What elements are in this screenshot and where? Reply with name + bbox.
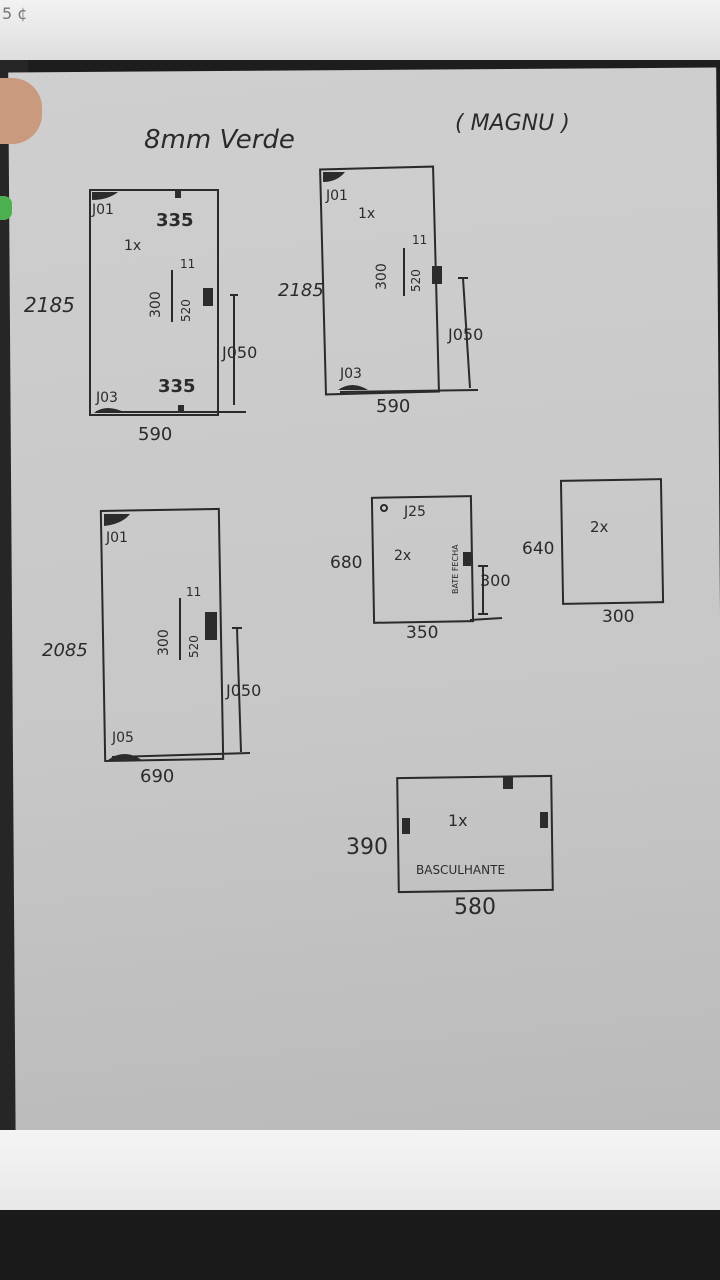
d2-mark-6: J03 [339,366,362,382]
green-nail [0,196,12,220]
d1-mark-3: 11 [180,257,195,271]
d1-mark-2: 1x [124,238,141,254]
d3-mark-4: J050 [225,681,261,700]
d3-height: 2085 [42,640,88,661]
d1-width: 590 [138,424,172,445]
d6-height: 390 [346,835,388,860]
d6-mark-1: BASCULHANTE [416,863,505,877]
d4-mark-1: 2x [394,548,411,564]
door-panel-3 [99,507,225,762]
d1-mark-8: 335 [158,376,196,397]
d4-mark-2: BATE FECHA [451,544,460,594]
d3-mark-2: 300 [156,629,172,656]
d2-mark-3: 300 [374,263,390,290]
d5-height: 640 [522,539,554,559]
d2-mark-5: J050 [447,325,483,344]
d2-mark-2: 11 [412,233,427,247]
background-surface-bottom [0,1130,720,1220]
d4-mark-3: 300 [480,571,511,590]
d1-height: 2185 [24,293,75,317]
d4-height: 680 [330,553,362,573]
drawing-3: J01 11 300 520 J050 J05 2085 690 [42,507,261,787]
d2-width: 590 [376,396,410,417]
d6-mark-0: 1x [448,811,468,830]
drawing-6: 1x BASCULHANTE 390 580 [346,774,554,920]
d1-mark-1: 335 [156,210,194,231]
panel-5 [559,478,665,605]
d3-mark-5: J05 [111,730,134,746]
d3-mark-0: J01 [105,530,128,546]
d2-mark-0: J01 [325,188,348,204]
corner-text: 5 ¢ [2,4,28,23]
header-right: ( MAGNU ) [455,111,570,136]
d2-mark-4: 520 [409,269,423,292]
drawing-1: J01 335 1x 11 300 520 J050 J03 335 2185 … [24,189,257,445]
d3-mark-1: 11 [186,585,201,599]
d6-width: 580 [454,895,496,920]
header-left: 8mm Verde [144,125,295,155]
d5-mark-0: 2x [590,518,609,536]
door-panel-1 [89,189,219,416]
d4-mark-0: J25 [403,504,426,520]
drawing-2: J01 1x 11 300 520 J050 J03 2185 590 [278,165,483,417]
d1-mark-5: 520 [179,299,193,322]
d4-width: 350 [406,623,438,643]
d1-mark-4: 300 [148,291,164,318]
d1-mark-6: J050 [221,343,257,362]
d1-mark-0: J01 [91,202,114,218]
drawing-5: 2x 640 300 [522,478,665,627]
d2-height: 2185 [278,280,324,301]
panel-6 [396,774,554,894]
d3-mark-3: 520 [187,635,201,658]
d1-mark-7: J03 [95,390,118,406]
d3-width: 690 [140,766,174,787]
drawing-4: J25 2x BATE FECHA 300 680 350 [330,495,511,643]
d2-mark-1: 1x [358,206,375,222]
panel-4 [370,495,475,624]
d5-width: 300 [602,607,634,627]
background-floor [0,1210,720,1280]
background-surface-top [0,0,720,60]
finger [0,78,42,144]
